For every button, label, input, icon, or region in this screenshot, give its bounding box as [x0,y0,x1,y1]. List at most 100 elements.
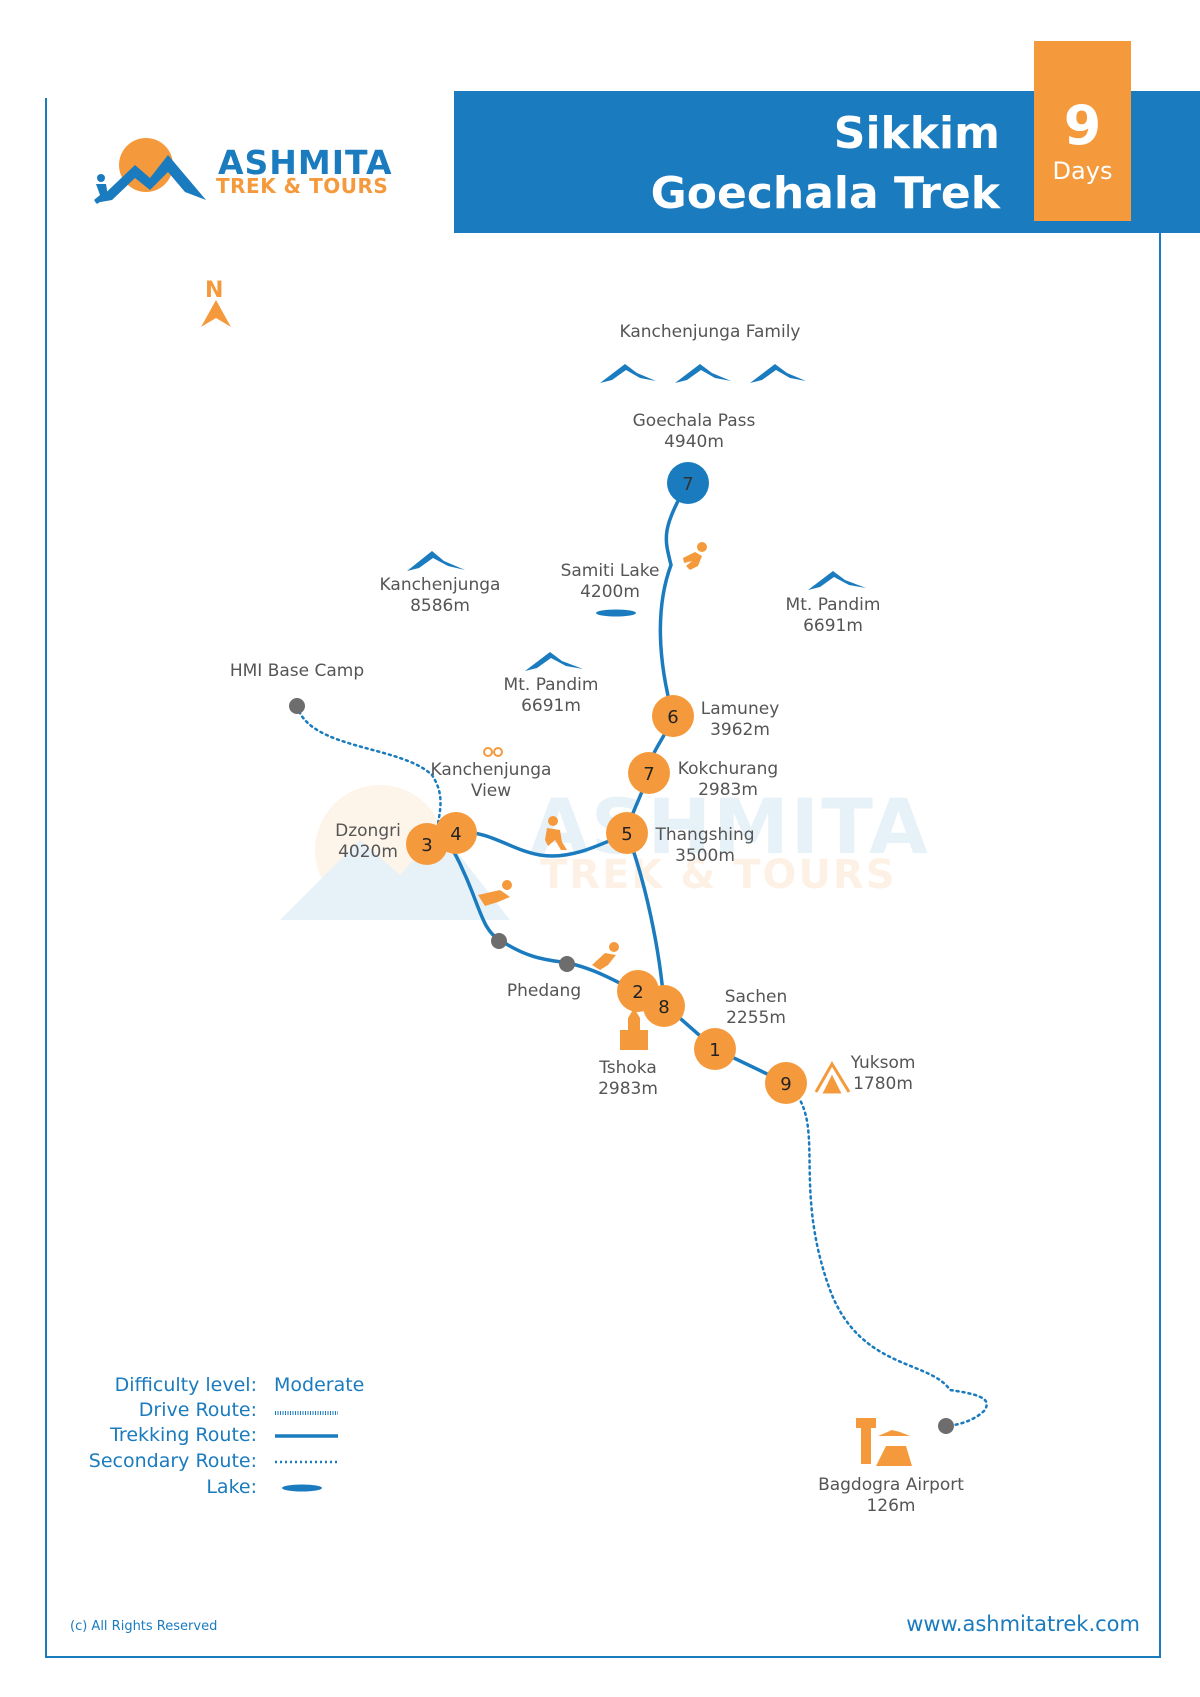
label-kanchenjunga-name: Kanchenjunga [379,575,501,595]
label-sachen: Sachen 2255m [706,987,806,1029]
label-samiti-lake-name: Samiti Lake [560,561,660,581]
logo-mountain-icon [94,138,206,204]
phedang-node-a [491,933,507,949]
logo-name: ASHMITA [218,143,393,182]
north-label: N [205,278,224,303]
day-marker-sachen: 1 [694,1028,736,1070]
mountain-pandim-right-icon [808,571,866,590]
legend-difficulty-label: Difficulty level: [114,1374,257,1396]
bagdogra-node [938,1418,954,1434]
label-bagdogra-airport-elevation: 126m [866,1496,916,1516]
label-yuksom: Yuksom 1780m [843,1053,923,1095]
day-marker-yuksom-label: 9 [780,1074,791,1095]
label-sachen-name: Sachen [724,987,788,1007]
label-bagdogra-airport-name: Bagdogra Airport [818,1475,964,1495]
legend-trekking-route-label: Trekking Route: [110,1424,257,1446]
label-lamuney-name: Lamuney [700,699,780,719]
label-kanchenjunga: Kanchenjunga 8586m [370,575,510,617]
label-tshoka: Tshoka 2983m [578,1058,678,1100]
mountain-range-icon [600,364,806,383]
label-kanchenjunga-view: Kanchenjunga View [421,760,561,802]
label-dzongri-name: Dzongri [335,821,401,841]
legend-lake-sample [282,1484,322,1492]
label-tshoka-name: Tshoka [599,1058,657,1078]
day-marker-lamuney-label: 6 [667,707,678,728]
label-kokchurang-name: Kokchurang [677,759,779,779]
duration-badge: 9 Days [1034,41,1131,221]
samiti-lake-shape [596,609,636,617]
day-marker-goechala-label: 7 [682,474,693,495]
page-title-line1: Sikkim [833,108,1000,159]
label-dzongri-elevation: 4020m [338,842,398,862]
duration-label: Days [1052,157,1113,185]
label-goechala-pass-name: Goechala Pass [632,411,756,431]
label-mt-pandim-right-elevation: 6691m [803,616,863,636]
label-mt-pandim-left-name: Mt. Pandim [503,675,599,695]
hiker-icon [478,880,512,906]
label-hmi-base-camp-name: HMI Base Camp [229,661,365,681]
website-link[interactable]: www.ashmitatrek.com [906,1612,1140,1636]
label-mt-pandim-left: Mt. Pandim 6691m [491,675,611,717]
legend-difficulty-value: Moderate [274,1374,365,1396]
label-tshoka-elevation: 2983m [598,1079,658,1099]
label-kanchenjunga-elevation: 8586m [410,596,470,616]
map-frame [45,98,1161,1658]
tent-icon [814,1061,851,1094]
label-thangshing-name: Thangshing [655,825,755,845]
label-mt-pandim-left-elevation: 6691m [521,696,581,716]
phedang-node-b [559,956,575,972]
monastery-icon [620,1008,648,1050]
label-mt-pandim-right-name: Mt. Pandim [785,595,881,615]
hiker-icon [683,542,707,570]
day-marker-tshoka-b: 8 [643,985,685,1027]
label-thangshing-elevation: 3500m [675,846,735,866]
day-marker-lamuney: 6 [652,695,694,737]
north-arrow-icon [201,300,231,327]
label-mt-pandim-right: Mt. Pandim 6691m [773,595,893,637]
day-marker-goechala: 7 [667,462,709,504]
day-marker-sachen-label: 1 [709,1040,720,1061]
label-samiti-lake-elevation: 4200m [580,582,640,602]
day-marker-tshoka-a-label: 2 [632,982,643,1003]
label-kokchurang: Kokchurang 2983m [668,759,788,801]
legend-secondary-route-label: Secondary Route: [88,1450,257,1472]
watermark-name: ASHMITA [530,782,930,871]
legend-lake-label: Lake: [206,1476,257,1498]
label-lamuney-elevation: 3962m [710,720,770,740]
label-kanchenjunga-view-line2: View [470,781,512,801]
label-phedang-name: Phedang [506,981,582,1001]
binoculars-icon [483,747,503,757]
label-bagdogra-airport: Bagdogra Airport 126m [801,1475,981,1517]
secondary-route-bagdogra [784,1081,988,1428]
label-sachen-elevation: 2255m [726,1008,786,1028]
hiker-icon [592,942,619,970]
copyright-text: (c) All Rights Reserved [70,1619,218,1634]
day-marker-kokchurang-label: 7 [643,764,654,785]
day-marker-dzongri-b-label: 4 [450,824,461,845]
airport-icon [856,1418,912,1466]
legend-drive-route-label: Drive Route: [138,1399,257,1421]
label-goechala-pass: Goechala Pass 4940m [614,411,774,453]
mountain-pandim-left-icon [525,652,583,671]
label-kanchenjunga-view-line1: Kanchenjunga [430,760,552,780]
label-thangshing: Thangshing 3500m [650,825,760,867]
hiker-icon [545,816,567,850]
secondary-route-hmi [295,704,442,832]
label-goechala-pass-elevation: 4940m [664,432,724,452]
page-title-line2: Goechala Trek [650,168,1000,219]
label-dzongri: Dzongri 4020m [328,821,408,863]
label-kokchurang-elevation: 2983m [698,780,758,800]
day-marker-thangshing: 5 [606,812,648,854]
logo-tagline: TREK & TOURS [216,174,389,198]
day-marker-tshoka-b-label: 8 [658,997,669,1018]
duration-number: 9 [1063,94,1102,157]
label-kanchenjunga-family: Kanchenjunga Family [580,322,840,343]
hmi-base-camp-node [289,698,305,714]
mountain-kanchenjunga-icon [407,551,465,571]
day-marker-yuksom: 9 [765,1062,807,1104]
label-samiti-lake: Samiti Lake 4200m [550,561,670,603]
label-lamuney: Lamuney 3962m [690,699,790,741]
label-phedang: Phedang [494,981,594,1002]
label-yuksom-elevation: 1780m [853,1074,913,1094]
